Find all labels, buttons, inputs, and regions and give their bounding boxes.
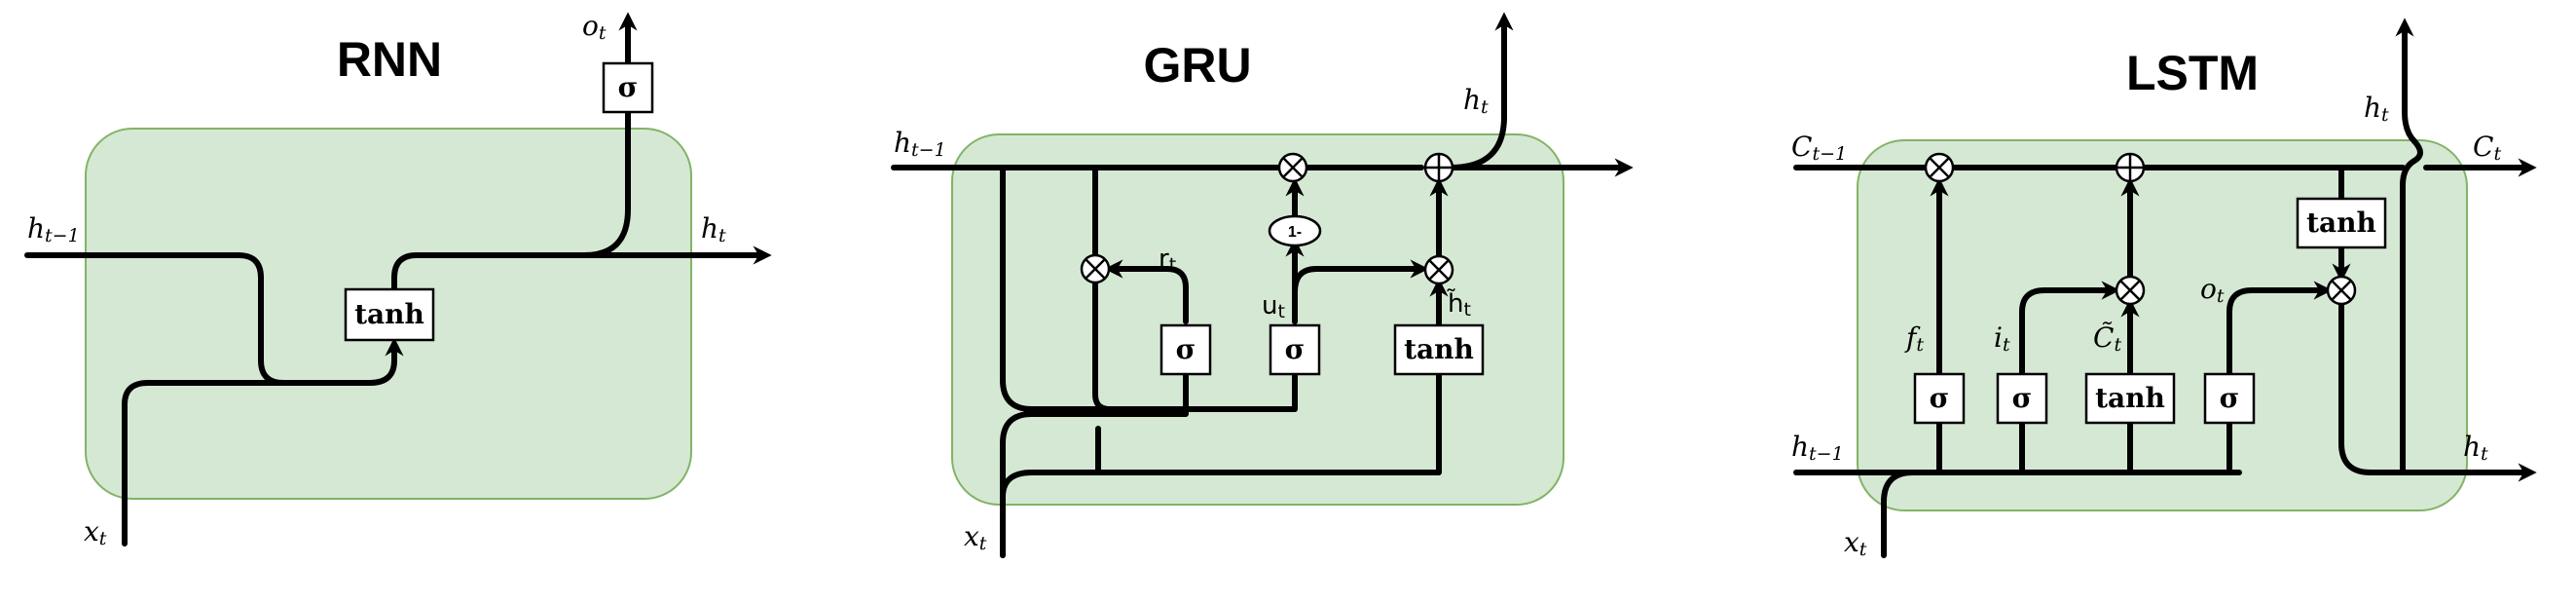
gru-reset-multiply-icon — [1080, 253, 1111, 284]
lstm-o-wire — [2226, 281, 2333, 377]
lstm-sigma-f-gate: σ — [1913, 372, 1966, 425]
lstm-tanh-c-gate: tanh — [2084, 372, 2176, 425]
rnn-tanh-label: tanh — [354, 298, 424, 330]
rnn-label-o-out: ot — [582, 10, 607, 44]
lstm-diagram: LSTM — [1791, 18, 2537, 560]
lstm-input-multiply-icon — [2115, 275, 2146, 306]
lstm-label-i: it — [1994, 321, 2010, 356]
lstm-sigma-o-label: σ — [2220, 382, 2240, 414]
lstm-tanh-c-label: tanh — [2095, 382, 2165, 414]
lstm-label-h-prev: ht−1 — [1791, 431, 1844, 465]
rnn-diagram: RNN tanh σ ht−1 ht ot xt — [24, 10, 772, 549]
gru-label-h-out: ht — [1463, 84, 1489, 118]
rnn-label-h-out: ht — [701, 212, 726, 246]
gru-sigma-u-gate: σ — [1269, 323, 1321, 376]
lstm-label-c-out: Ct — [2473, 131, 2501, 165]
gru-label-h-prev: ht−1 — [894, 127, 946, 161]
gru-one-minus-node: 1- — [1268, 214, 1322, 247]
lstm-forget-multiply-icon — [1924, 152, 1955, 183]
lstm-h-up-arrow — [2395, 18, 2423, 475]
gru-add-icon — [1423, 152, 1454, 183]
lstm-tanh-out-gate: tanh — [2296, 197, 2387, 249]
gru-h-up-arrow — [1448, 12, 1514, 170]
gru-label-h-tilde: h̃t — [1447, 287, 1471, 321]
gru-cell-background — [951, 133, 1564, 506]
rnn-x-wire — [122, 337, 404, 547]
gru-hprev-drop-outer — [1000, 165, 1298, 412]
lstm-x-wire — [1881, 470, 1916, 558]
gru-sigma-r-gate: σ — [1159, 323, 1212, 376]
rnn-label-h-prev: ht−1 — [27, 212, 80, 246]
rnn-sigma-label: σ — [618, 71, 639, 103]
gru-tanh-gate: tanh — [1393, 323, 1485, 376]
rnn-h-out-wire — [391, 245, 772, 292]
gru-reset-mult-down — [1092, 280, 1113, 412]
rnn-sigma-gate: σ — [602, 61, 654, 114]
gru-r-wire — [1104, 259, 1189, 324]
lstm-add-icon — [2115, 152, 2146, 183]
lstm-label-h-top: ht — [2364, 92, 2389, 126]
lstm-sigma-f-label: σ — [1930, 382, 1950, 414]
rnn-o-wire — [581, 109, 631, 258]
lstm-sigma-o-gate: σ — [2203, 372, 2256, 425]
gru-x-wire — [1000, 371, 1189, 558]
gru-candidate-multiply-icon — [1423, 254, 1454, 285]
lstm-sigma-i-gate: σ — [1996, 372, 2048, 425]
gru-diagram: GRU — [891, 12, 1634, 558]
gru-label-r: rt — [1159, 245, 1176, 276]
lstm-output-multiply-icon — [2326, 275, 2357, 306]
gru-x-to-tanh — [1000, 370, 1442, 558]
lstm-title: LSTM — [2126, 46, 2259, 100]
lstm-cell-background — [1857, 139, 2468, 511]
lstm-label-o: ot — [2200, 273, 2225, 307]
gru-tanh-label: tanh — [1404, 333, 1474, 365]
lstm-label-h-out: ht — [2463, 431, 2488, 465]
rnn-label-x: xt — [84, 515, 107, 549]
rnn-title: RNN — [337, 32, 442, 87]
lstm-h-out-wire — [2338, 301, 2537, 482]
lstm-i-wire — [2019, 281, 2120, 377]
lstm-tanh-out-label: tanh — [2306, 207, 2376, 239]
lstm-label-x: xt — [1844, 526, 1867, 560]
lstm-sigma-i-label: σ — [2012, 382, 2033, 414]
rnn-tanh-gate: tanh — [344, 287, 435, 342]
lstm-label-c-prev: Ct−1 — [1791, 131, 1847, 165]
gru-label-u: ut — [1262, 291, 1285, 322]
gru-sigma-r-label: σ — [1176, 333, 1196, 365]
gru-sigma-u-label: σ — [1285, 333, 1306, 365]
gru-one-minus-label: 1- — [1288, 224, 1302, 241]
gru-label-x: xt — [964, 520, 987, 554]
gru-title: GRU — [1143, 38, 1251, 93]
lstm-label-c-tilde: C̃t — [2093, 321, 2121, 356]
gru-top-multiply-icon — [1277, 152, 1308, 183]
